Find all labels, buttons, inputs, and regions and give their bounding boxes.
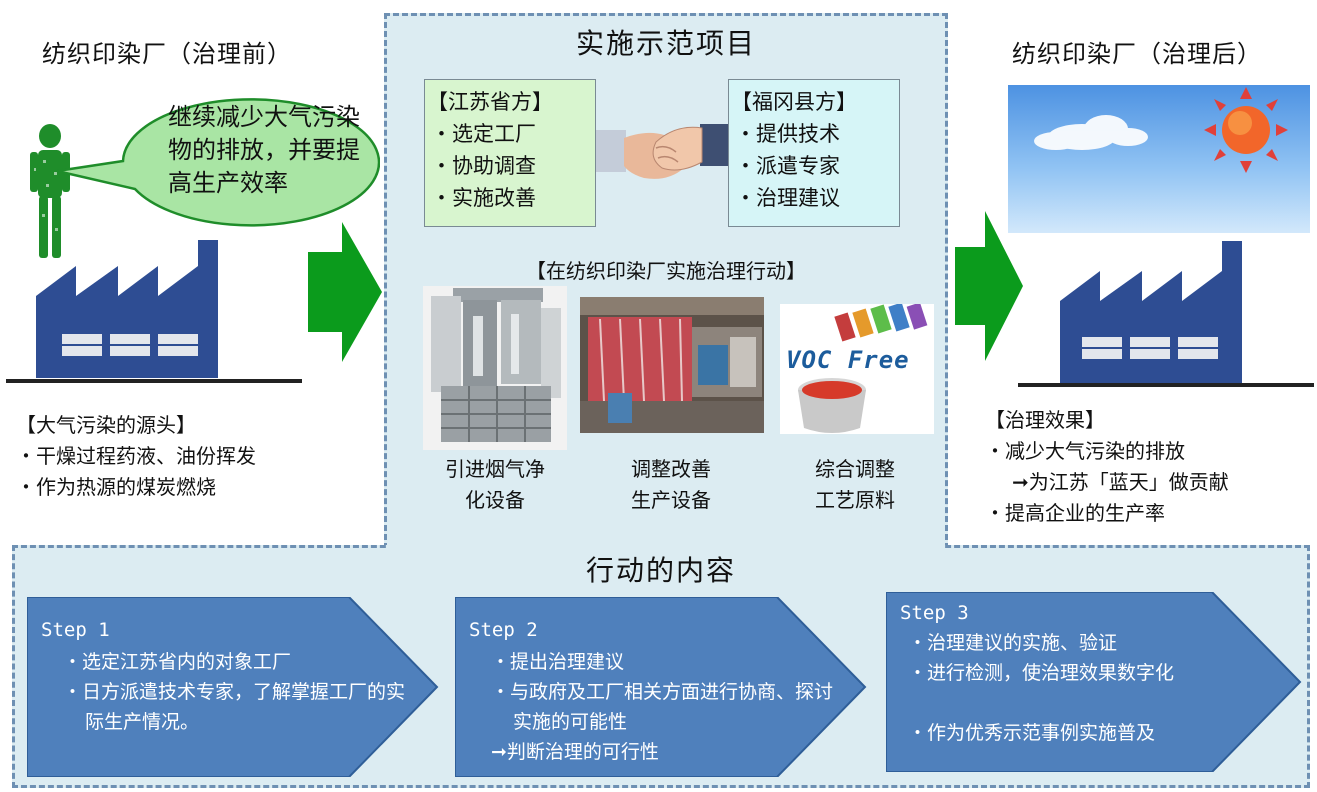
step-item: ➞判断治理的可行性 bbox=[491, 741, 659, 763]
factory-left-icon bbox=[36, 240, 218, 378]
action-heading: 【在纺织印染厂实施治理行动】 bbox=[526, 259, 806, 283]
step-item: ・提出治理建议 bbox=[491, 651, 625, 673]
step-1: Step 1 ・选定江苏省内的对象工厂 ・日方派遣技术专家，了解掌握工厂的实际生… bbox=[27, 597, 439, 777]
step-item: ・与政府及工厂相关方面进行协商、探讨实施的可能性 bbox=[491, 681, 834, 733]
step-3: Step 3 ・治理建议的实施、验证 ・进行检测，使治理效果数字化 ・作为优秀示… bbox=[886, 592, 1302, 772]
fukuoka-box: 【福冈县方】 ・提供技术 ・派遣专家 ・治理建议 bbox=[728, 79, 900, 227]
fukuoka-item: ・治理建议 bbox=[735, 186, 840, 210]
source-item: ・干燥过程药液、油份挥发 bbox=[16, 444, 256, 468]
effect-item: ・减少大气污染的排放 bbox=[985, 439, 1185, 463]
voc-free-paint-image: VOC Free bbox=[780, 304, 934, 434]
speech-bubble bbox=[56, 98, 380, 227]
arrow-right-icon bbox=[308, 222, 382, 362]
source-item: ・作为热源的煤炭燃烧 bbox=[16, 475, 216, 499]
step-item: ・选定江苏省内的对象工厂 bbox=[63, 651, 292, 673]
caption-production: 调整改善 生产设备 bbox=[631, 457, 711, 512]
step-item: ・治理建议的实施、验证 bbox=[908, 632, 1118, 654]
jiangsu-item: ・实施改善 bbox=[431, 186, 536, 210]
bottom-title: 行动的内容 bbox=[585, 554, 736, 587]
jiangsu-box: 【江苏省方】 ・选定工厂 ・协助调查 ・实施改善 bbox=[424, 79, 596, 227]
step-item: ・进行检测，使治理效果数字化 bbox=[908, 662, 1175, 684]
ground-line-left bbox=[6, 379, 302, 383]
step-label: Step 1 bbox=[41, 619, 110, 641]
step-label: Step 3 bbox=[900, 602, 969, 624]
step-2: Step 2 ・提出治理建议 ・与政府及工厂相关方面进行协商、探讨实施的可能性 … bbox=[455, 597, 867, 777]
jiangsu-item: ・协助调查 bbox=[431, 154, 536, 178]
jiangsu-item: ・选定工厂 bbox=[431, 122, 536, 146]
step-label: Step 2 bbox=[469, 619, 538, 641]
fukuoka-item: ・提供技术 bbox=[735, 122, 840, 146]
step-item: ・日方派遣技术专家，了解掌握工厂的实际生产情况。 bbox=[63, 681, 406, 733]
voc-free-label: VOC Free bbox=[786, 346, 910, 374]
center-title: 实施示范项目 bbox=[575, 27, 756, 60]
speech-text: 继续减少大气污染物的排放，并要提高生产效率 bbox=[168, 103, 360, 197]
ground-line-right bbox=[1018, 383, 1314, 387]
blue-sky-image bbox=[1008, 85, 1310, 233]
step-item: ・作为优秀示范事例实施普及 bbox=[908, 722, 1156, 744]
effect-item: ・提高企业的生产率 bbox=[985, 501, 1165, 525]
caption-materials: 综合调整 工艺原料 bbox=[815, 457, 895, 512]
production-equipment-image bbox=[580, 297, 764, 433]
fukuoka-heading: 【福冈县方】 bbox=[731, 90, 857, 114]
left-title: 纺织印染厂（治理前） bbox=[42, 40, 292, 68]
exhaust-equipment-image bbox=[423, 286, 567, 450]
factory-right-icon bbox=[1060, 241, 1242, 383]
effect-item: ➞为江苏「蓝天」做贡献 bbox=[1012, 470, 1229, 494]
handshake-icon bbox=[596, 124, 730, 179]
source-heading: 【大气污染的源头】 bbox=[16, 413, 196, 437]
right-title: 纺织印染厂（治理后） bbox=[1012, 40, 1262, 68]
jiangsu-heading: 【江苏省方】 bbox=[427, 90, 553, 114]
fukuoka-item: ・派遣专家 bbox=[735, 154, 840, 178]
effect-heading: 【治理效果】 bbox=[985, 408, 1105, 432]
arrow-right-icon bbox=[955, 211, 1023, 361]
caption-exhaust: 引进烟气净 化设备 bbox=[445, 457, 545, 512]
